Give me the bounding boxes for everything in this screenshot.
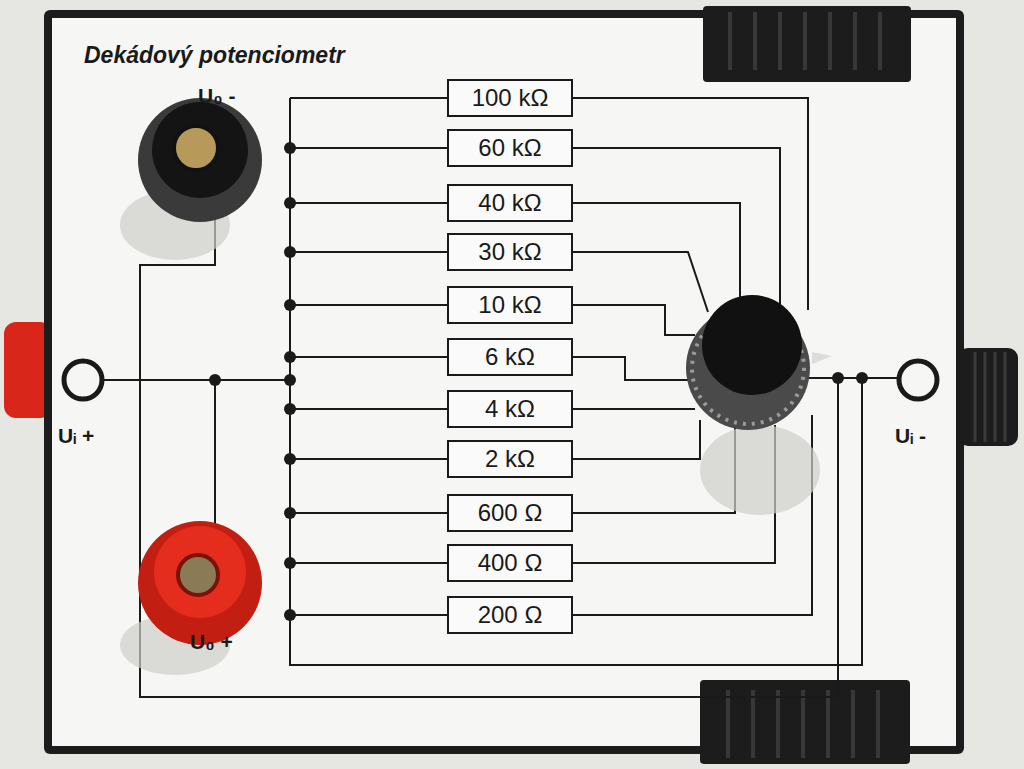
switch-shadow [700,425,820,515]
post-hole [174,126,218,170]
resistor-box: 6 kΩ [447,338,573,376]
board-part [832,372,844,384]
resistor-value: 200 Ω [478,601,543,629]
resistor-box: 60 kΩ [447,129,573,167]
wires [103,98,898,697]
switch-wire [572,148,780,305]
board-part [284,609,296,621]
board-part [1004,352,1007,442]
board-part [778,12,782,70]
resistor-value: 100 kΩ [472,84,549,112]
board-part [826,690,830,758]
junction-dots [209,142,868,621]
switch-wire [572,357,692,380]
board-part [801,690,805,758]
board-part [776,690,780,758]
bus-wire [290,98,862,665]
board-part [751,690,755,758]
resistor-box: 30 kΩ [447,233,573,271]
resistor-box: 40 kΩ [447,184,573,222]
input-wire [103,379,290,381]
board-part [284,197,296,209]
knob-ridges [975,352,1005,442]
resistor-box: 4 kΩ [447,390,573,428]
resistor-value: 400 Ω [478,549,543,577]
board-part [878,12,882,70]
board-face [52,18,956,746]
switch-wire [572,408,695,410]
board-part [284,351,296,363]
clip [700,680,910,764]
switch-pointer [812,352,832,364]
input-terminal [899,361,937,399]
board-part [851,690,855,758]
board-part [284,557,296,569]
board-part [726,690,730,758]
title: Dekádový potenciometr [84,42,345,69]
clip-ridges [728,690,878,758]
board-part [994,352,997,442]
board-part [856,372,868,384]
output-plus-wire [214,380,216,540]
switch-wire [572,98,808,310]
switch-knob [702,295,802,395]
resistor-value: 30 kΩ [478,238,541,266]
output-wire [805,377,898,379]
black-binding-post [152,102,248,198]
board-part [984,352,987,442]
board-part [284,142,296,154]
board-part [803,12,807,70]
board-part [284,299,296,311]
clip-ridges [730,12,880,70]
resistor-box: 400 Ω [447,544,573,582]
resistor-box: 600 Ω [447,494,573,532]
resistor-value: 6 kΩ [485,343,535,371]
terminal-label: U₀ - [198,84,235,108]
resistor-box: 200 Ω [447,596,573,634]
resistor-box: 2 kΩ [447,440,573,478]
board-part [974,352,977,442]
board-part [284,246,296,258]
board-part [876,690,880,758]
resistor-value: 60 kΩ [478,134,541,162]
black-knob [958,348,1018,446]
board-housing [44,10,964,754]
resistor-value: 10 kΩ [478,291,541,319]
post-hole [178,555,218,595]
resistor-value: 600 Ω [478,499,543,527]
red-binding-post [154,526,246,618]
board-part [284,453,296,465]
black-binding-post [138,98,262,222]
resistor-box: 10 kΩ [447,286,573,324]
board-part [828,12,832,70]
resistor-value: 40 kΩ [478,189,541,217]
switch-wire [572,252,708,312]
terminal-label: U₀ + [190,630,233,654]
switch-wire [572,305,695,335]
clip [703,6,911,82]
resistor-value: 4 kΩ [485,395,535,423]
input-terminal [64,361,102,399]
terminal-label: Uᵢ - [895,424,926,448]
board-part [753,12,757,70]
resistor-wires [290,148,447,615]
red-binding-post [138,521,262,645]
board-part [853,12,857,70]
board-part [284,403,296,415]
board-part [284,374,296,386]
board-part [209,374,221,386]
resistor-box: 100 kΩ [447,79,573,117]
terminal-label: Uᵢ + [58,424,94,448]
switch-wire [572,420,700,459]
board-part [284,507,296,519]
resistor-value: 2 kΩ [485,445,535,473]
board-part [728,12,732,70]
